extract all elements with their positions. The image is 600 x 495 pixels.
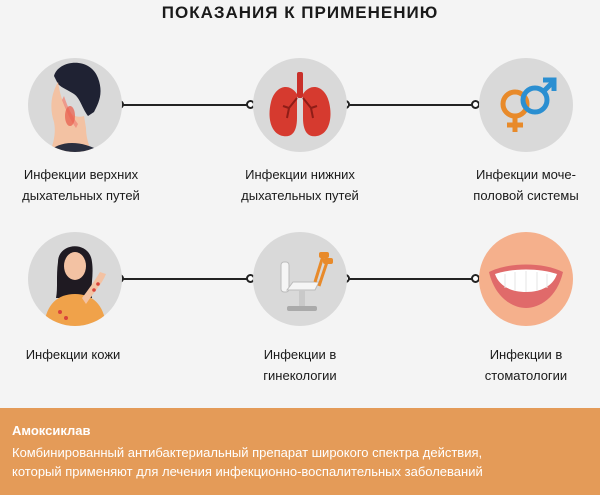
product-description: Комбинированный антибактериальный препар… — [12, 445, 483, 479]
label-dentistry: Инфекции в стоматологии — [484, 347, 568, 383]
product-description-banner: Амоксиклав Комбинированный антибактериал… — [0, 408, 600, 495]
connector-line — [346, 278, 474, 280]
connector-line — [122, 278, 248, 280]
lungs-icon — [253, 58, 347, 152]
label-urogenital: Инфекции моче- половой системы — [473, 167, 579, 203]
product-name: Амоксиклав — [12, 423, 91, 438]
smile-icon — [479, 232, 573, 326]
page-title: ПОКАЗАНИЯ К ПРИМЕНЕНИЮ — [161, 3, 439, 22]
label-gynecology: Инфекции в гинекологии — [263, 347, 337, 383]
gender-symbols-icon — [479, 58, 573, 152]
connector-line — [346, 104, 474, 106]
label-skin: Инфекции кожи — [25, 347, 121, 362]
gyno-chair-icon — [253, 232, 347, 326]
skin-rash-icon — [28, 232, 122, 326]
label-upper-respiratory: Инфекции верхних дыхательных путей — [22, 167, 140, 203]
connector-line — [122, 104, 248, 106]
throat-icon — [28, 58, 122, 152]
label-lower-respiratory: Инфекции нижних дыхательных путей — [241, 167, 359, 203]
